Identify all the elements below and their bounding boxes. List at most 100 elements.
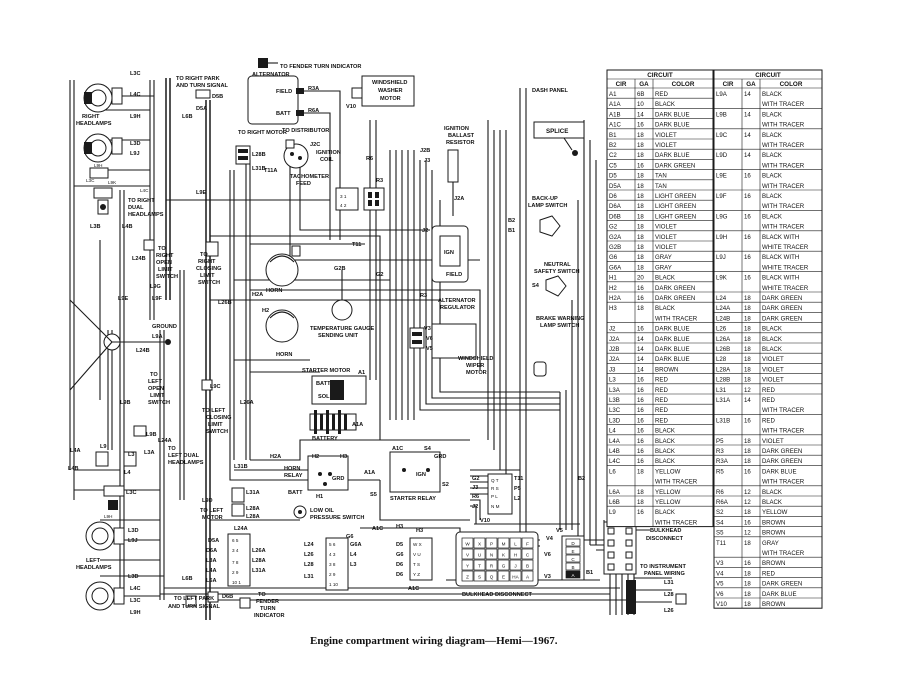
circuit-left-cell: A1 xyxy=(609,91,617,98)
circuit-left-cell: TAN xyxy=(655,183,667,190)
bulkhead-pin: U xyxy=(478,553,481,558)
wire-a1a-label: A1A xyxy=(352,422,363,428)
bulkhead-pin: V xyxy=(466,553,470,558)
svg-text:L9H: L9H xyxy=(130,610,141,616)
wire-v10-conn-label: V10 xyxy=(480,518,490,524)
circuit-right-cell: WITH TRACER xyxy=(762,142,805,149)
wire-l9-label: L9 xyxy=(100,444,107,450)
park-turn-right: TO RIGHT PARK AND TURN SIGNAL D5B D5A L6… xyxy=(176,76,228,120)
bulkhead-pin: F xyxy=(526,542,529,547)
circuit-right-cell: DARK GREEN xyxy=(762,458,802,465)
circuit-right-cell: BLACK WITH xyxy=(762,254,799,261)
circuit-right-cell: L28B xyxy=(716,377,730,384)
wire-l6b-left-label: L6B xyxy=(182,576,193,582)
circuit-right-cell: 12 xyxy=(744,530,751,537)
horn-relay-label-2: RELAY xyxy=(284,473,303,479)
wire-l9c-label: L9C xyxy=(210,384,221,390)
wire-j2-label: J2 xyxy=(422,228,428,234)
circuit-right-cell: 16 xyxy=(744,193,751,200)
brake-label-1: BRAKE WARNING xyxy=(536,316,584,322)
circuit-right-cell: L9H xyxy=(716,234,727,241)
ballast-resistor: IGNITION BALLAST RESISTOR J2B J3 J2A xyxy=(420,126,475,216)
wire-j2b-label: J2B xyxy=(420,148,430,154)
circuit-right-cell: DARK BLUE xyxy=(762,468,797,475)
circuit-left-cell: DARK BLUE xyxy=(655,326,690,333)
circuit-left-cell: 16 xyxy=(637,417,644,424)
neutral-label-1: NEUTRAL xyxy=(544,262,571,268)
circuit-left-cell: 18 xyxy=(637,468,644,475)
alt-reg-label-2: REGULATOR xyxy=(440,305,475,311)
circuit-left-cell: D5 xyxy=(609,173,617,180)
circuit-left-cell: VIOLET xyxy=(655,224,677,231)
circuit-right-cell: V4 xyxy=(716,570,724,577)
svg-text:L4C: L4C xyxy=(130,586,141,592)
circuit-left-cell: RED xyxy=(655,387,668,394)
to-fender-label-1: TO xyxy=(258,592,266,598)
circuit-right-cell: V3 xyxy=(716,560,724,567)
circuit-left-cell: 14 xyxy=(637,111,644,118)
wire-j3-label: J3 xyxy=(424,158,430,164)
to-right-dual-label-1: TO RIGHT xyxy=(128,198,155,204)
to-right-closing-label-5: SWITCH xyxy=(198,280,220,286)
circuit-left-cell: 6B xyxy=(637,91,644,98)
temp-label-1: TEMPERATURE GAUGE xyxy=(310,326,374,332)
bulkhead-pin: T xyxy=(478,564,481,569)
neutral-safety-switch: NEUTRAL SAFETY SWITCH S4 xyxy=(532,262,580,297)
to-left-open-label-5: SWITCH xyxy=(148,400,170,406)
right-dual-connector: L9H L3C L4C L9K L3B L4B TO RIGHT DUAL HE… xyxy=(86,163,164,230)
circuit-left-cell: L3B xyxy=(609,397,620,404)
wire-l2-label: L2 xyxy=(514,496,521,502)
distributor-coil: TO RIGHT MOTOR L28B L31B TO DISTRIBUTOR … xyxy=(235,128,341,187)
svg-text:T S: T S xyxy=(413,562,420,567)
svg-text:L3: L3 xyxy=(350,562,357,568)
sr-ign-label: IGN xyxy=(416,472,426,478)
circuit-left-cell: L9 xyxy=(609,509,616,516)
circuit-right-cell: 12 xyxy=(744,387,751,394)
svg-text:3 8: 3 8 xyxy=(329,562,336,567)
to-fender-label-2: FENDER xyxy=(256,599,279,605)
wire-j3-conn-label: J3 xyxy=(472,485,478,491)
circuit-left-cell: L3A xyxy=(609,387,621,394)
wire-l24a-label: L24A xyxy=(158,438,172,444)
circuit-right-cell: VIOLET xyxy=(762,356,784,363)
wire-l28a-left-label: L28A xyxy=(252,558,266,564)
circuit-left-cell: 18 xyxy=(637,305,644,312)
wire-t11a-label: T11A xyxy=(264,168,277,174)
circuit-left-cell: 20 xyxy=(637,275,644,282)
wire-l28-inst-label: L28 xyxy=(664,592,674,598)
svg-text:B1: B1 xyxy=(586,570,593,576)
wire-r3a-label: R3A xyxy=(308,86,319,92)
circuit-left-cell: WITH TRACER xyxy=(655,479,698,486)
circuit-left-cell: LIGHT GREEN xyxy=(655,213,696,220)
ground-junction: GROUND L9A L24B xyxy=(69,299,177,391)
circuit-left-cell: 18 xyxy=(637,224,644,231)
to-right-open-label-5: SWITCH xyxy=(156,274,178,280)
svg-text:W X: W X xyxy=(413,542,422,547)
circuit-left-cell: G6 xyxy=(609,254,618,261)
svg-text:L9B: L9B xyxy=(146,432,157,438)
wire-l9h-label: L9H xyxy=(130,114,141,120)
sm-batt-label: BATT xyxy=(316,381,331,387)
bulkhead-pin: P xyxy=(490,542,493,547)
wire-l6a-label: L6A xyxy=(206,578,217,584)
circuit-right-cell: BROWN xyxy=(762,601,785,608)
svg-text:H3: H3 xyxy=(396,524,403,530)
circuit-left-cell: DARK BLUE xyxy=(655,336,690,343)
circuit-right-header-0: CIR xyxy=(723,81,734,88)
circuit-right-cell: DARK BLUE xyxy=(762,591,797,598)
bulkhead-pin: X xyxy=(478,542,481,547)
circuit-left-cell: A1B xyxy=(609,111,621,118)
circuit-left-cell: 10 xyxy=(637,101,644,108)
to-left-closing-label-4: SWITCH xyxy=(206,429,228,435)
wire-l3a-left-label: L3A xyxy=(206,558,217,564)
circuit-right-cell: 14 xyxy=(744,111,751,118)
circuit-left-cell: DARK GREEN xyxy=(655,295,695,302)
circuit-right-cell: VIOLET xyxy=(762,366,784,373)
circuit-left-cell: C2 xyxy=(609,152,617,159)
circuit-left-cell: L4B xyxy=(609,448,620,455)
starter-relay: A1C S4 GRD IGN A1A S5 S2 STARTER RELAY xyxy=(364,446,449,502)
circuit-left-cell: L6 xyxy=(609,468,616,475)
circuit-right-cell: RED xyxy=(762,397,775,404)
circuit-left-cell: H3 xyxy=(609,305,617,312)
tach-label-2: FEED xyxy=(296,181,311,187)
